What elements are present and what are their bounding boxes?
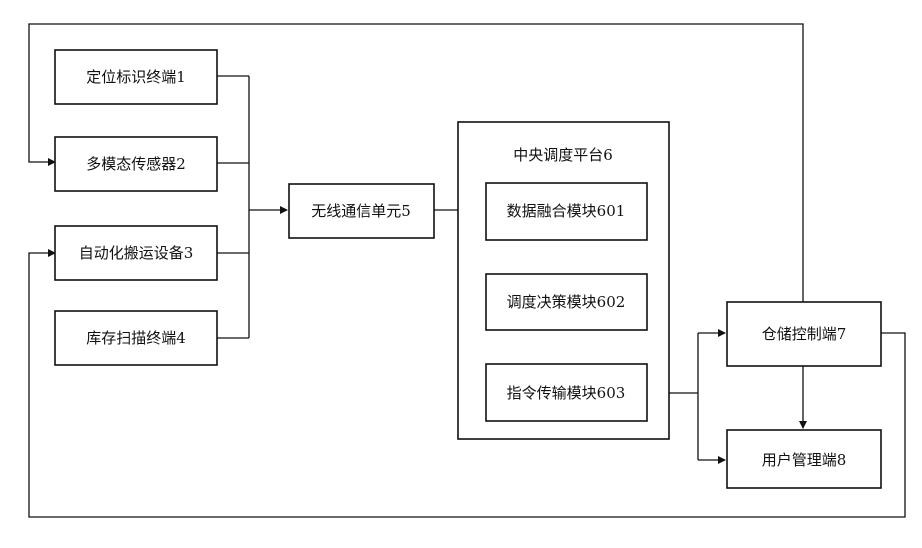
- user-management-label: 用户管理端8: [762, 451, 847, 469]
- user-management-node: 用户管理端8: [727, 430, 881, 488]
- data-fusion-label: 数据融合模块601: [507, 202, 626, 220]
- command-transmission-node: 指令传输模块603: [486, 364, 647, 421]
- dispatch-decision-label: 调度决策模块602: [507, 293, 626, 311]
- central-platform-title: 中央调度平台6: [513, 146, 613, 164]
- positioning-terminal-node: 定位标识终端1: [55, 50, 217, 104]
- inventory-scanner-node: 库存扫描终端4: [55, 311, 217, 365]
- positioning-terminal-label: 定位标识终端1: [86, 68, 186, 86]
- wireless-unit-node: 无线通信单元5: [289, 184, 434, 238]
- data-fusion-node: 数据融合模块601: [486, 183, 647, 240]
- automated-handling-label: 自动化搬运设备3: [79, 244, 194, 262]
- multimodal-sensor-node: 多模态传感器2: [55, 137, 217, 191]
- dispatch-decision-node: 调度决策模块602: [486, 274, 647, 330]
- warehouse-control-node: 仓储控制端7: [727, 302, 881, 366]
- command-transmission-label: 指令传输模块603: [507, 384, 626, 402]
- inventory-scanner-label: 库存扫描终端4: [86, 329, 186, 347]
- multimodal-sensor-label: 多模态传感器2: [86, 155, 186, 173]
- automated-handling-node: 自动化搬运设备3: [55, 226, 217, 280]
- wireless-unit-label: 无线通信单元5: [311, 202, 411, 220]
- warehouse-control-label: 仓储控制端7: [762, 325, 847, 343]
